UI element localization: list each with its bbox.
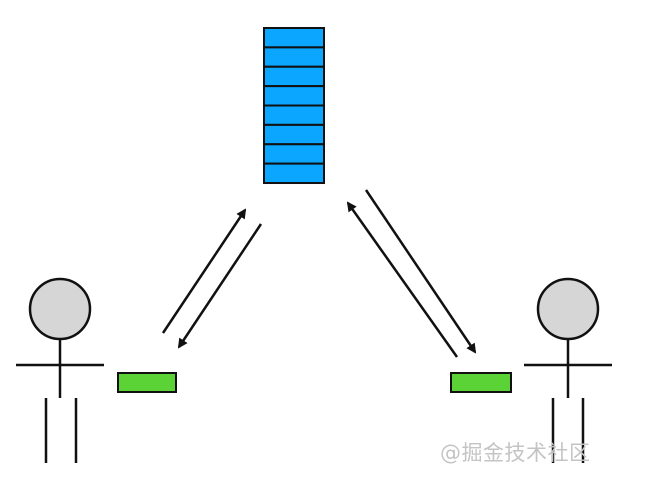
person-right-head — [536, 277, 600, 341]
queue-slot — [263, 104, 325, 126]
queue-slot — [263, 65, 325, 88]
arrow-left-to-queue — [161, 208, 247, 334]
queue-slot — [263, 27, 325, 49]
token-right — [450, 372, 512, 393]
arrow-queue-to-right — [364, 189, 477, 354]
queue-slot — [263, 46, 325, 68]
queue-slot — [263, 123, 325, 146]
person-left — [16, 277, 104, 463]
token-left — [117, 372, 177, 393]
person-right — [524, 277, 612, 463]
queue-slot — [263, 143, 325, 165]
queue-slot — [263, 85, 325, 107]
arrow-right-to-queue — [346, 201, 459, 358]
person-left-head — [28, 277, 92, 341]
arrow-queue-to-left — [177, 223, 263, 349]
queue-slot — [263, 162, 325, 185]
queue-stack — [263, 27, 325, 185]
watermark-text: @掘金技术社区 — [440, 441, 591, 465]
